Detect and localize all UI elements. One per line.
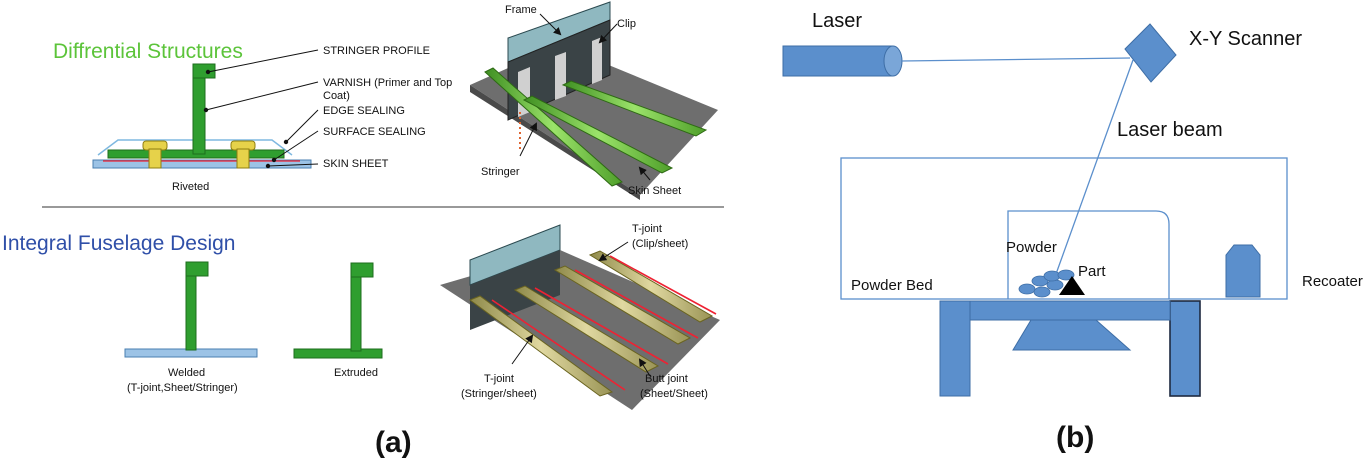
label-recoater: Recoater — [1302, 273, 1363, 290]
iso-label-tjoint-stringer: T-joint — [484, 373, 514, 385]
laser-beam-line — [1055, 59, 1134, 275]
panel-b-label: (b) — [1056, 421, 1094, 454]
iso-label-tjoint-clip-sub: (Clip/sheet) — [632, 238, 688, 250]
differential-heading: Diffrential Structures — [53, 40, 243, 63]
label-powder: Powder — [1006, 239, 1057, 256]
callout-stringer-profile: STRINGER PROFILE — [323, 45, 430, 57]
differential-section: Diffrential Structures STRINGER PROFILE … — [53, 1, 718, 200]
iso-label-butt-joint-sub: (Sheet/Sheet) — [640, 388, 708, 400]
integral-section: Integral Fuselage Design Welded (T-joint… — [2, 223, 720, 410]
iso-label-butt-joint: Butt joint — [645, 373, 688, 385]
build-platform — [939, 300, 1201, 397]
powder-bed-enclosure — [1007, 210, 1170, 299]
differential-isometric-panel — [470, 1, 718, 200]
riveted-caption: Riveted — [172, 181, 209, 193]
extruded-caption: Extruded — [334, 367, 378, 379]
label-xy-scanner: X-Y Scanner — [1189, 28, 1302, 50]
panel-b-machine — [782, 23, 1288, 397]
laser-source — [782, 45, 903, 77]
callout-varnish: VARNISH (Primer and Top — [323, 77, 452, 89]
label-powder-bed: Powder Bed — [851, 277, 933, 294]
iso-label-frame: Frame — [505, 4, 537, 16]
iso-label-tjoint-stringer-sub: (Stringer/sheet) — [461, 388, 537, 400]
welded-subcaption: (T-joint,Sheet/Stringer) — [127, 382, 238, 394]
iso-label-clip: Clip — [617, 18, 636, 30]
powder-particles — [1018, 269, 1075, 298]
build-chamber — [840, 157, 1288, 300]
label-laser: Laser — [812, 10, 862, 32]
label-laser-beam: Laser beam — [1117, 119, 1223, 141]
part-triangle — [1059, 276, 1085, 295]
callout-skin-sheet: SKIN SHEET — [323, 158, 389, 170]
callout-edge-sealing: EDGE SEALING — [323, 105, 405, 117]
iso-label-tjoint-clip: T-joint — [632, 223, 662, 235]
iso-label-skin-sheet: Skin Sheet — [628, 185, 681, 197]
label-part: Part — [1078, 263, 1106, 280]
integral-isometric-panel — [440, 224, 720, 410]
riveted-section-drawing — [92, 63, 312, 169]
integral-heading: Integral Fuselage Design — [2, 232, 235, 255]
callout-surface-sealing: SURFACE SEALING — [323, 126, 426, 138]
callout-varnish-cont: Coat) — [323, 90, 350, 102]
welded-profile-drawing — [124, 261, 258, 358]
panel-a-label: (a) — [375, 426, 412, 459]
extruded-profile-drawing — [293, 262, 383, 359]
iso-label-stringer: Stringer — [481, 166, 520, 178]
xy-scanner-mirror — [1124, 23, 1177, 83]
welded-caption: Welded — [168, 367, 205, 379]
recoater-block — [1225, 244, 1261, 298]
